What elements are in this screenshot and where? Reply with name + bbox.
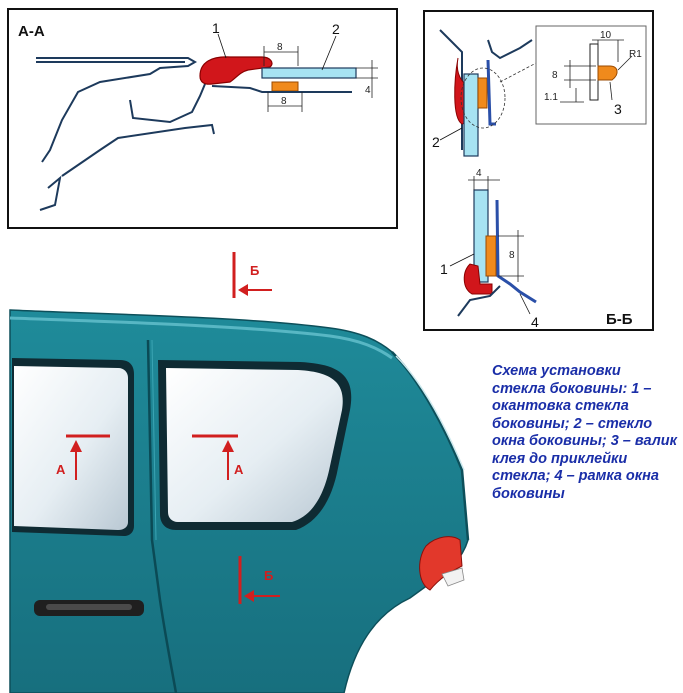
bb-detail-dim-radius: R1 — [629, 49, 642, 60]
bb-callout-edging: 1 — [440, 261, 448, 277]
bb-callout-leader-4 — [519, 293, 531, 315]
section-bb-title: Б-Б — [606, 311, 633, 328]
figure-caption: Схема установки стекла боковины: 1 – ока… — [492, 363, 677, 502]
aa-body-profile — [36, 57, 215, 211]
bb-upper-frame — [486, 59, 496, 126]
bb-lower-adhesive — [485, 235, 497, 277]
aa-dim-bottom: 8 — [281, 96, 287, 107]
bb-dim-width-top: 4 — [476, 168, 482, 179]
marker-b-door-label: Б — [264, 568, 273, 583]
marker-b-door: Б — [238, 556, 280, 604]
bb-lower-edging — [463, 263, 493, 295]
bb-callout-leader-1 — [449, 253, 475, 267]
bb-callout-frame: 4 — [531, 314, 539, 330]
section-aa-frame — [7, 8, 398, 229]
car-side-view — [9, 309, 470, 693]
bb-callout-leader-2 — [439, 127, 463, 141]
aa-dim-thickness: 4 — [365, 85, 371, 96]
aa-dim-top: 8 — [277, 42, 283, 53]
aa-callout-edging: 1 — [212, 20, 220, 36]
bb-lower-profile — [449, 176, 537, 317]
section-bb-panel: 2 10 R1 8 1.1 3 — [423, 10, 654, 331]
marker-a-left-label: А — [56, 462, 66, 477]
aa-edging-part — [199, 56, 273, 85]
aa-callout-glass: 2 — [332, 21, 340, 37]
bb-dim-height: 8 — [509, 250, 515, 261]
marker-a-right: А — [192, 434, 244, 480]
marker-b-roof-label: Б — [250, 263, 259, 278]
bb-detail-dim-height: 8 — [552, 70, 558, 81]
door-seam — [146, 339, 178, 693]
aa-callout-leader-1 — [217, 33, 227, 59]
aa-dimensions — [263, 46, 378, 112]
bb-upper-adhesive — [477, 77, 488, 109]
bb-callout-adhesive: 3 — [614, 101, 622, 117]
bb-detail-leader — [499, 61, 539, 83]
section-aa-title: А-А — [18, 23, 45, 40]
car-roof-rail — [9, 316, 393, 360]
door-handle-grip — [46, 604, 132, 610]
marker-a-right-label: А — [234, 462, 244, 477]
aa-adhesive-part — [271, 81, 299, 92]
bb-callout-glass: 2 — [432, 134, 440, 150]
section-aa-panel: А-А 8 8 4 — [7, 8, 398, 229]
bb-detail-circle — [460, 67, 506, 129]
aa-glass-part — [261, 67, 357, 79]
aa-frame-part — [211, 85, 352, 93]
marker-a-left: А — [56, 434, 110, 480]
bb-lower-frame — [495, 199, 537, 304]
bb-detail-dim-gap: 1.1 — [544, 92, 558, 103]
front-door-window — [14, 366, 128, 530]
marker-b-roof: Б — [232, 252, 272, 298]
bb-detail-frame-section — [589, 43, 599, 101]
side-window-glass — [166, 368, 343, 522]
aa-callout-leader-2 — [321, 35, 337, 71]
bb-detail-adhesive — [597, 65, 618, 81]
tail-light-reflector — [441, 567, 465, 587]
bb-detail-dim-width: 10 — [600, 30, 612, 41]
bb-detail-box: 10 R1 8 1.1 — [535, 25, 647, 125]
bb-upper-profile — [439, 29, 539, 157]
bb-upper-glass — [463, 73, 479, 157]
